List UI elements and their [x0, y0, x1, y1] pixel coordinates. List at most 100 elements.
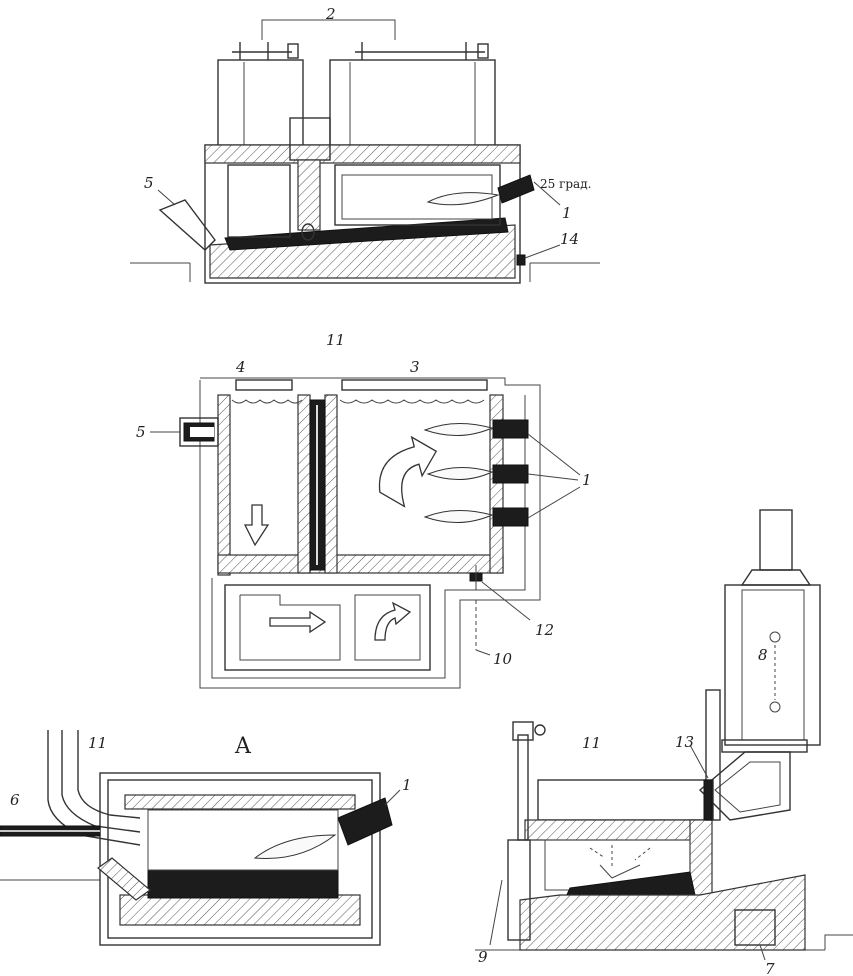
- lid-hinge-right: [477, 43, 489, 59]
- plan-lid-3: [341, 379, 488, 391]
- side-burner-a: [589, 847, 606, 859]
- top-view: 2 5 25 град. 1 14: [130, 5, 600, 284]
- top-slab: [204, 144, 521, 164]
- label-1-sec: 1: [402, 776, 412, 794]
- label-5-top: 5: [144, 174, 154, 192]
- label-14: 14: [560, 230, 579, 248]
- leader-9: [489, 879, 503, 946]
- label-angle: 25 град.: [540, 177, 591, 191]
- section-a-tap: [97, 857, 151, 901]
- flow-arrow-flue: [269, 610, 327, 634]
- label-11-sec: 11: [88, 734, 107, 752]
- label-9: 9: [478, 948, 488, 966]
- section-a: A 11 6 1: [0, 730, 412, 946]
- plan-flame-2: [426, 466, 494, 481]
- partition-wall: [297, 159, 321, 231]
- plan-lid-4: [235, 379, 293, 391]
- leader-1a: [527, 433, 581, 476]
- leader-2: [261, 19, 396, 40]
- plan-flame-3: [423, 509, 494, 524]
- lid-right: [329, 59, 496, 149]
- label-a: A: [234, 734, 252, 759]
- leader-12: [481, 581, 531, 621]
- door-guide: [517, 734, 529, 841]
- flow-arrow-right: [378, 435, 438, 508]
- partition-bulb: [301, 223, 315, 241]
- label-2: 2: [325, 5, 336, 23]
- leader-5-top: [157, 189, 176, 206]
- leader-7: [759, 944, 766, 961]
- label-4: 4: [235, 358, 246, 376]
- leader-1c: [527, 486, 581, 519]
- plan-burner-1: [492, 419, 529, 439]
- plan-view: 4 11 3 5 1 12 10: [136, 331, 592, 689]
- side-hearth: [519, 874, 806, 951]
- section-a-chamber: [147, 809, 339, 871]
- burner-top: [497, 174, 535, 204]
- plan-flame-1: [423, 422, 494, 437]
- label-1-side: 1: [605, 879, 615, 897]
- label-11-side: 11: [582, 734, 601, 752]
- plan-flue-right: [354, 594, 421, 661]
- plan-burner-3: [492, 507, 529, 527]
- section-a-metal: [147, 869, 339, 899]
- leader-14: [524, 244, 561, 259]
- side-rod-13: [703, 779, 713, 821]
- side-rod-frame: [705, 689, 721, 821]
- outlet-14: [516, 254, 526, 266]
- label-3: 3: [410, 358, 420, 376]
- flow-arrow-left: [243, 504, 270, 547]
- lid-hinge-left: [287, 43, 299, 59]
- section-a-frame-inner: [107, 779, 373, 939]
- label-5-plan: 5: [136, 423, 146, 441]
- section-a-flame: [253, 834, 337, 859]
- plan-burners: [423, 419, 581, 527]
- plan-housing-inner: [211, 395, 526, 679]
- leader-1b: [527, 473, 579, 481]
- label-8: 8: [758, 646, 768, 664]
- plan-seal-right: [339, 399, 485, 404]
- label-1-plan: 1: [582, 471, 592, 489]
- chamber-left: [227, 164, 291, 238]
- label-13: 13: [675, 733, 694, 751]
- plan-burner-2: [492, 464, 529, 484]
- label-11-plan: 11: [326, 331, 345, 349]
- side-roof: [524, 819, 701, 841]
- leader-1-top: [533, 181, 561, 206]
- leader-1-side-a: [599, 864, 613, 879]
- side-view: 11 13 8 1 9 7: [475, 509, 853, 976]
- plan-wall-mid-left: [297, 394, 311, 574]
- damper-8-top: [769, 631, 781, 643]
- plan-wall-bottom: [217, 554, 504, 574]
- stack-body: [724, 584, 821, 746]
- damper-8-bottom: [769, 701, 781, 713]
- stack-collar: [740, 569, 812, 586]
- duct-11-side: [537, 779, 714, 821]
- side-ground-step: [824, 934, 853, 950]
- section-a-floor: [119, 894, 361, 926]
- label-7: 7: [765, 960, 775, 976]
- section-a-roof: [124, 794, 356, 810]
- label-6: 6: [10, 791, 20, 809]
- leader-13: [689, 744, 709, 779]
- stack-inner: [741, 589, 805, 741]
- plan-port-5-bore: [190, 427, 214, 437]
- label-12: 12: [535, 621, 554, 639]
- tap-hole-top: [158, 199, 216, 251]
- duct-11-inner: [77, 730, 141, 819]
- leader-1-side-b: [611, 864, 641, 879]
- plan-seal-left: [231, 399, 303, 404]
- plan-flue-box: [224, 584, 431, 671]
- plan-wall-left: [217, 394, 231, 576]
- plan-wall-mid-right: [324, 394, 338, 574]
- door-pulley: [534, 724, 546, 736]
- leader-1-sec: [384, 789, 401, 806]
- side-outlet-7: [734, 909, 776, 946]
- label-1-top: 1: [562, 204, 572, 222]
- side-burner-c: [634, 847, 651, 861]
- label-10: 10: [493, 650, 513, 668]
- door-winch: [512, 721, 534, 741]
- flow-arrow-flue-up: [374, 601, 412, 641]
- plan-wall-right: [489, 394, 504, 574]
